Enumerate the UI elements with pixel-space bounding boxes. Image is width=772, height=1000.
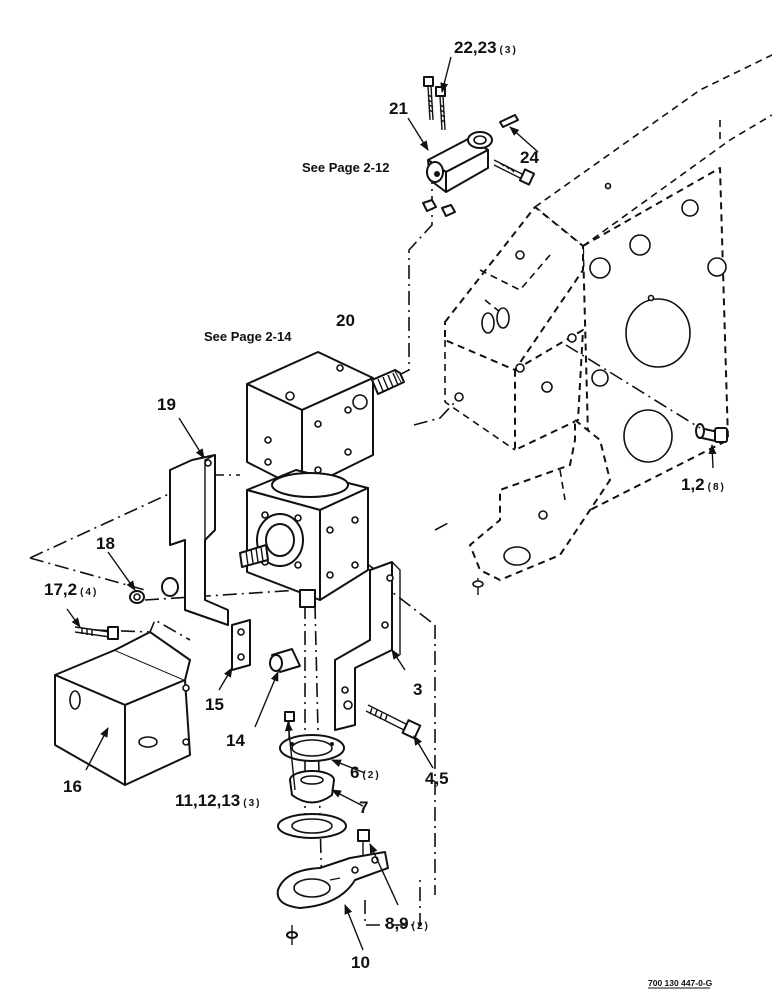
callout-21: 21	[389, 99, 408, 118]
callout-22-23: 22,23(3)	[454, 38, 518, 57]
plate-15	[231, 619, 251, 671]
main-frame	[444, 54, 772, 595]
callout-10: 10	[351, 953, 370, 972]
frame-hole	[629, 234, 651, 256]
callout-17-2: 17,2(4)	[44, 580, 98, 599]
callout-18: 18	[96, 534, 115, 553]
bearing-7	[289, 770, 335, 804]
u-joint-21	[422, 76, 536, 217]
spacer-14	[269, 648, 301, 673]
frame-hole	[589, 257, 611, 279]
note-see-page-2-14: See Page 2-14	[204, 329, 292, 344]
callout-6: 6(2)	[350, 763, 381, 782]
notes: See Page 2-12 See Page 2-14	[204, 160, 389, 344]
frame-hole	[681, 199, 699, 217]
frame-large-hole	[625, 298, 691, 368]
bolt-1-2	[695, 423, 728, 443]
bracket-3	[334, 561, 401, 731]
frame-hole	[591, 369, 609, 387]
callout-16: 16	[63, 777, 82, 796]
callout-11-12-13: 11,12,13(3)	[175, 791, 261, 810]
flange-6-upper	[279, 734, 345, 762]
upper-gearbox-20	[246, 351, 405, 491]
part-18-washer-nut	[129, 577, 179, 604]
frame-large-hole	[623, 409, 673, 463]
callout-4-5: 4,5	[425, 769, 449, 788]
drawing-number: 700 130 447-0-G	[648, 978, 713, 989]
shield-16	[54, 626, 191, 786]
frame-hole	[604, 182, 612, 190]
callout-7: 7	[359, 798, 368, 817]
callout-8-9: 8,9(2)	[385, 914, 430, 933]
callout-14: 14	[226, 731, 245, 750]
drawing-number-text: 700 130 447-0-G	[648, 978, 713, 988]
callouts: 22,23(3) 21 24 20 19 1,2(8) 18 17,2(4) 3…	[44, 38, 726, 972]
note-see-page-2-12: See Page 2-12	[302, 160, 389, 175]
arm-10	[276, 829, 389, 945]
callout-20: 20	[336, 311, 355, 330]
callout-24: 24	[520, 148, 539, 167]
callout-15: 15	[205, 695, 224, 714]
callout-1-2: 1,2(8)	[681, 475, 726, 494]
callout-3: 3	[413, 680, 422, 699]
frame-hole	[707, 257, 727, 277]
flange-6-lower	[277, 813, 347, 839]
leader-lines	[66, 56, 717, 951]
frame-hole	[647, 294, 655, 302]
bolt-4-5	[343, 700, 422, 740]
lower-gearbox	[239, 469, 369, 608]
bracket-19	[169, 454, 229, 626]
callout-19: 19	[157, 395, 176, 414]
